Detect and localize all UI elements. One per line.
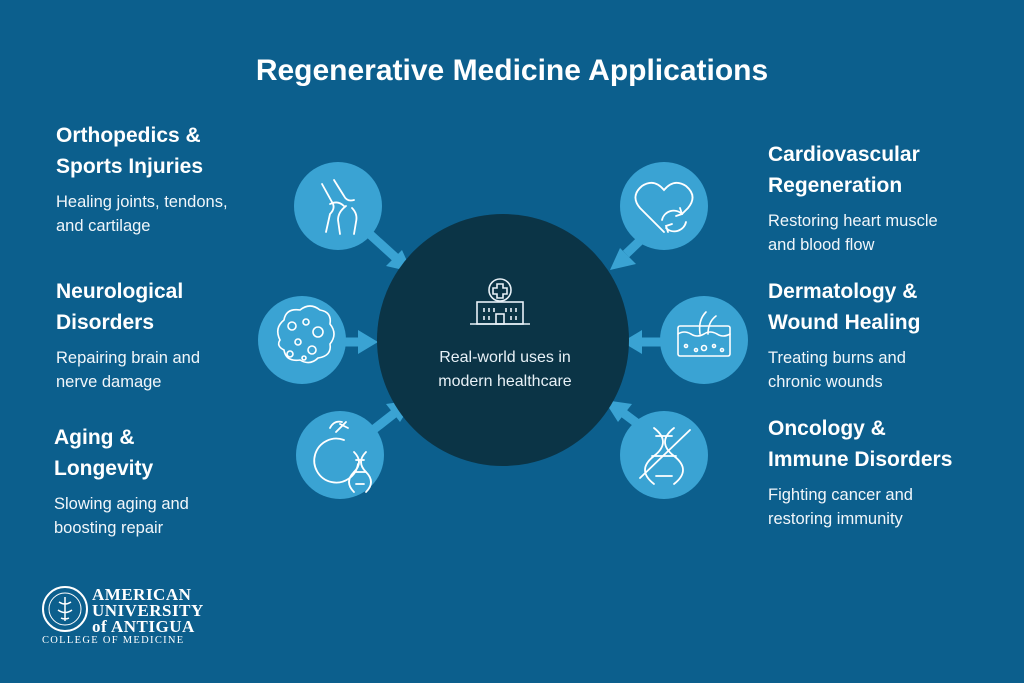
- topic-oncology: Oncology & Immune Disorders Fighting can…: [768, 413, 952, 531]
- desc-line: and cartilage: [56, 217, 151, 235]
- page-title: Regenerative Medicine Applications: [255, 54, 769, 87]
- topic-cardiovascular: Cardiovascular Regeneration Restoring he…: [768, 139, 938, 257]
- desc-line: Treating burns and: [768, 349, 906, 367]
- topic-description: Restoring heart muscle and blood flow: [768, 209, 938, 257]
- satellite-ortho: [294, 162, 382, 250]
- topic-aging: Aging & Longevity Slowing aging and boos…: [54, 422, 189, 540]
- satellite-derma: [660, 296, 748, 384]
- heading-line: Disorders: [56, 311, 155, 334]
- hub-caption: Real-world uses in modern healthcare: [380, 346, 630, 394]
- desc-line: Repairing brain and: [56, 349, 201, 367]
- brain-cells-icon: [276, 305, 335, 364]
- heading-line: Cardiovascular: [768, 143, 920, 166]
- topic-heading: Dermatology & Wound Healing: [768, 276, 920, 338]
- satellite-cardio: [620, 162, 708, 250]
- heading-line: Dermatology &: [768, 280, 918, 303]
- logo-subline: COLLEGE OF MEDICINE: [42, 635, 185, 646]
- topic-heading: Oncology & Immune Disorders: [768, 413, 952, 475]
- knee-joint-icon: [321, 179, 358, 235]
- desc-line: Healing joints, tendons,: [56, 193, 228, 211]
- logo-line: of ANTIGUA: [92, 617, 195, 636]
- topic-description: Fighting cancer and restoring immunity: [768, 483, 952, 531]
- heart-renew-icon: [634, 181, 694, 233]
- heading-line: Orthopedics &: [56, 124, 201, 147]
- desc-line: Slowing aging and: [54, 495, 189, 513]
- heading-line: Wound Healing: [768, 311, 921, 334]
- logo-line: UNIVERSITY: [92, 601, 204, 620]
- dna-clock-icon: [313, 420, 372, 493]
- hospital-icon: [470, 278, 530, 325]
- topic-dermatology: Dermatology & Wound Healing Treating bur…: [768, 276, 920, 394]
- satellite-neuro: [258, 296, 346, 384]
- university-logo: AMERICAN UNIVERSITY of ANTIGUA COLLEGE O…: [42, 586, 212, 648]
- topic-orthopedics: Orthopedics & Sports Injuries Healing jo…: [56, 120, 228, 238]
- heading-line: Immune Disorders: [768, 448, 953, 471]
- skin-layer-icon: [677, 311, 731, 357]
- desc-line: and blood flow: [768, 236, 875, 254]
- seal-emblem: [48, 592, 82, 626]
- heading-line: Neurological: [56, 280, 184, 303]
- topic-heading: Aging & Longevity: [54, 422, 189, 484]
- heading-line: Oncology &: [768, 417, 886, 440]
- topic-description: Slowing aging and boosting repair: [54, 492, 189, 540]
- desc-line: Restoring heart muscle: [768, 212, 938, 230]
- heading-line: Aging &: [54, 426, 135, 449]
- topic-neurological: Neurological Disorders Repairing brain a…: [56, 276, 200, 394]
- heading-line: Longevity: [54, 457, 154, 480]
- dna-crossed-icon: [639, 427, 691, 485]
- hub-circle: [377, 214, 629, 466]
- topic-heading: Orthopedics & Sports Injuries: [56, 120, 228, 182]
- hub-caption-line: modern healthcare: [438, 373, 572, 390]
- desc-line: boosting repair: [54, 519, 164, 537]
- topic-description: Repairing brain and nerve damage: [56, 346, 200, 394]
- heading-line: Sports Injuries: [56, 155, 204, 178]
- topic-heading: Cardiovascular Regeneration: [768, 139, 938, 201]
- desc-line: chronic wounds: [768, 373, 883, 391]
- desc-line: Fighting cancer and: [768, 486, 913, 504]
- satellite-aging: [296, 411, 384, 499]
- topic-description: Treating burns and chronic wounds: [768, 346, 920, 394]
- topic-description: Healing joints, tendons, and cartilage: [56, 190, 228, 238]
- heading-line: Regeneration: [768, 174, 903, 197]
- university-seal-icon: [42, 586, 88, 632]
- topic-heading: Neurological Disorders: [56, 276, 200, 338]
- desc-line: restoring immunity: [768, 510, 903, 528]
- hub-caption-line: Real-world uses in: [439, 349, 571, 366]
- logo-line: AMERICAN: [92, 585, 192, 604]
- desc-line: nerve damage: [56, 373, 162, 391]
